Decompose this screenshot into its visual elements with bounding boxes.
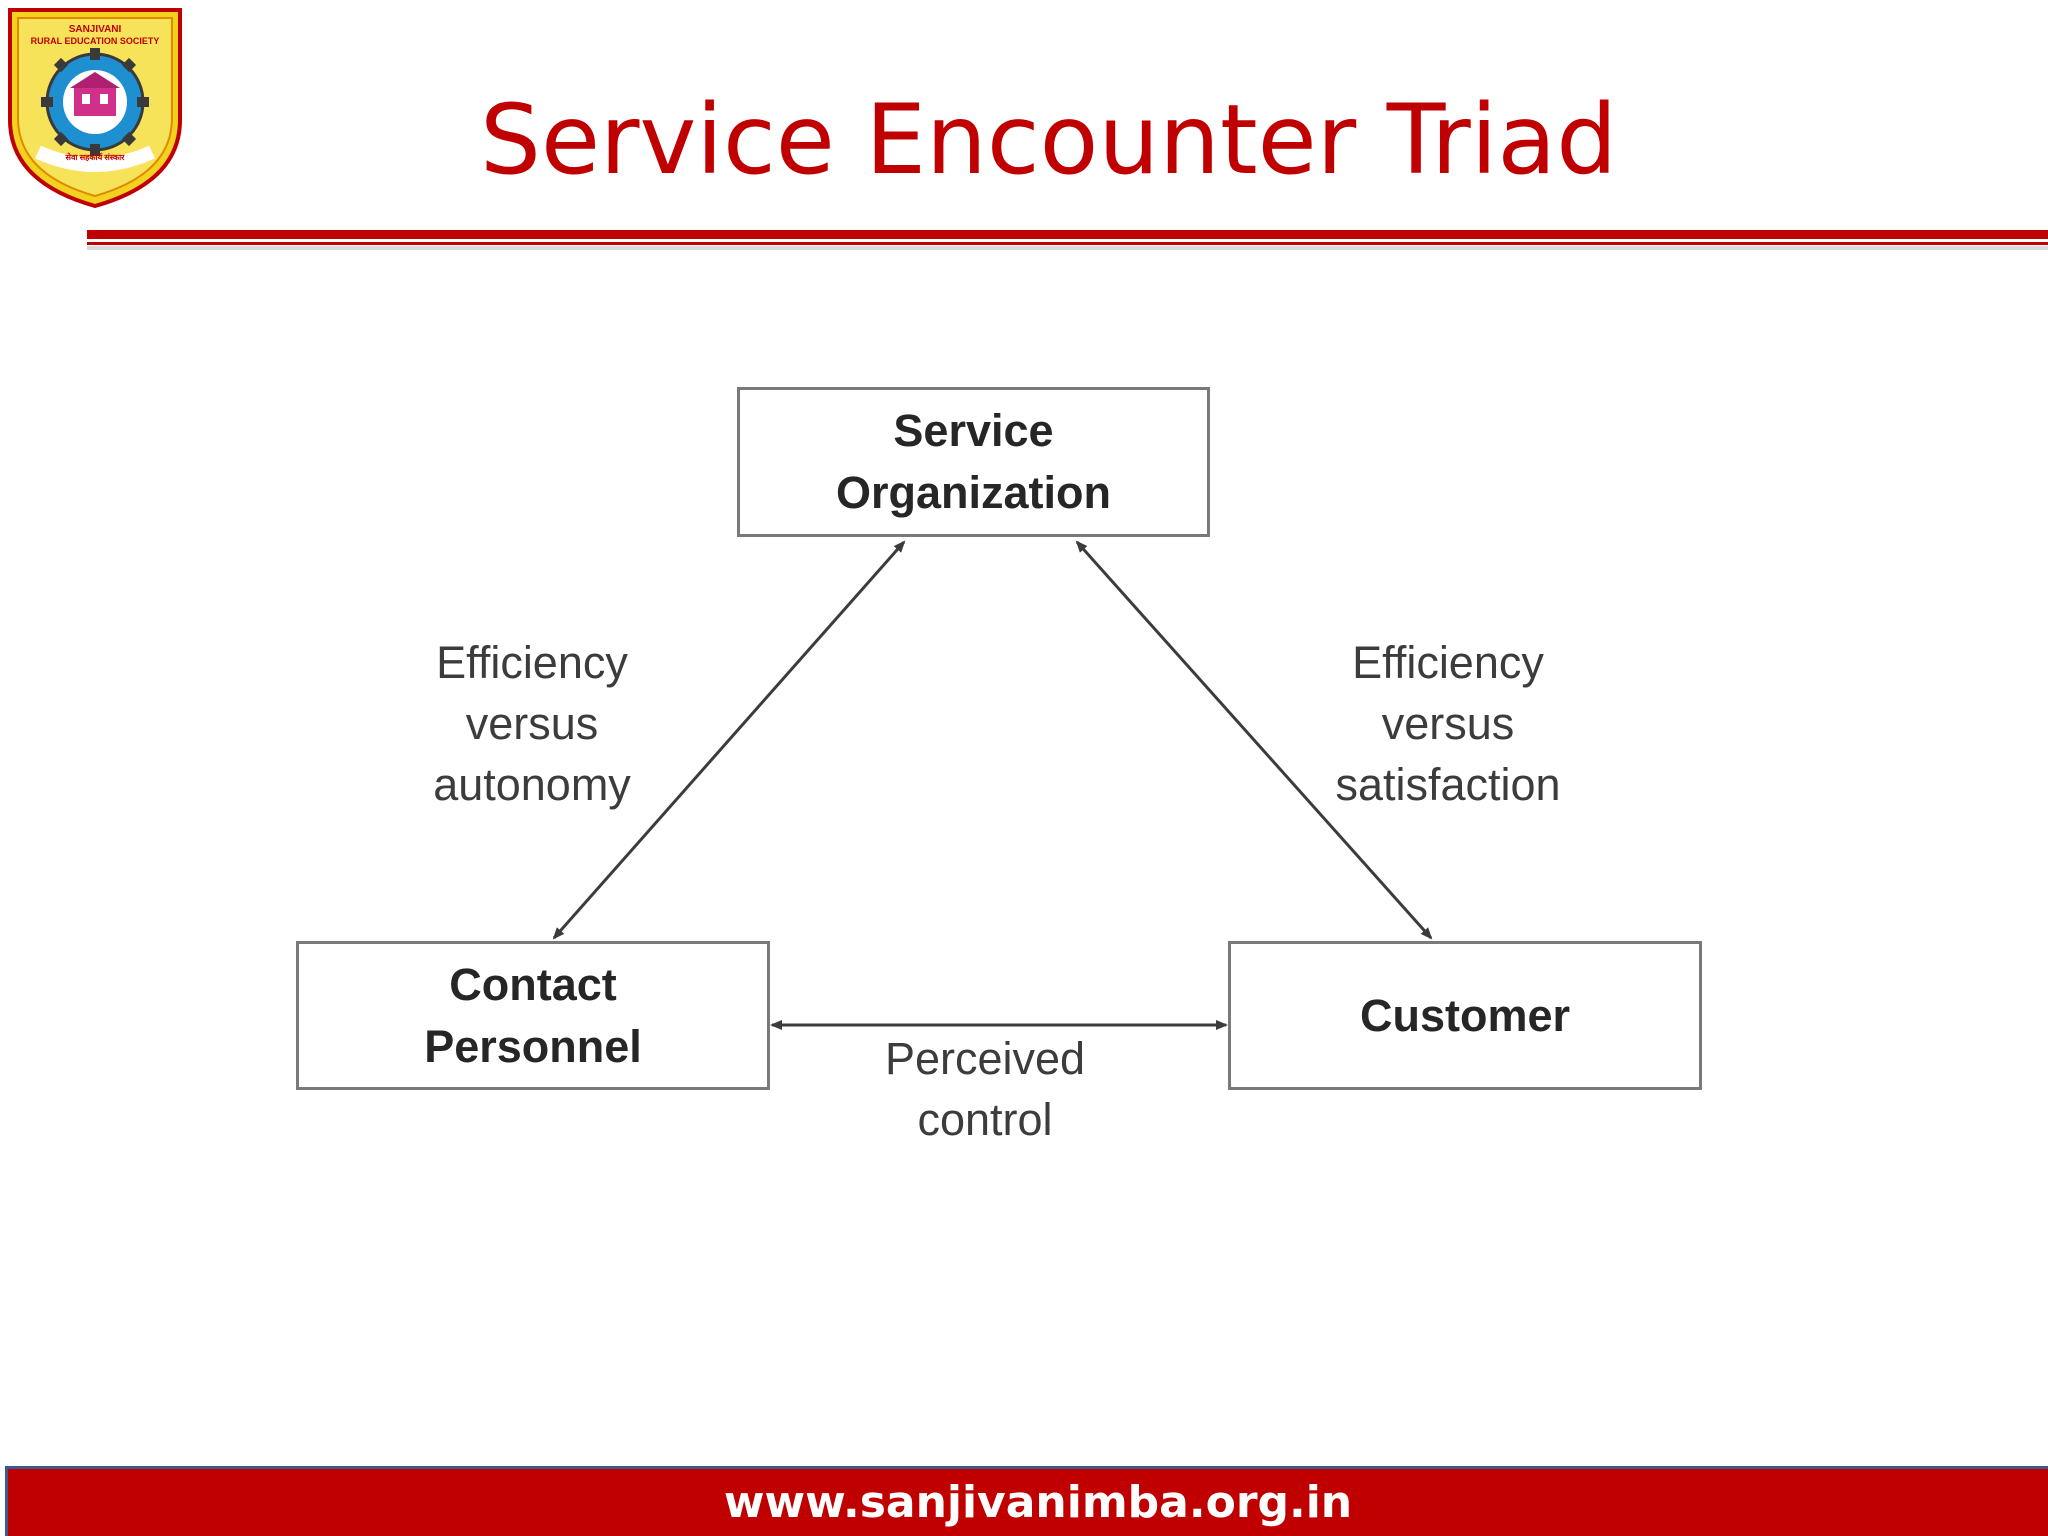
- logo-bottom-text: सेवा सहकार्य संस्कार: [65, 152, 126, 162]
- edge-label-organization-personnel: Efficiency versus autonomy: [382, 632, 682, 815]
- edge-label-personnel-customer: Perceived control: [835, 1028, 1135, 1150]
- arrow-organization-personnel: [552, 540, 906, 940]
- arrow-organization-customer: [1075, 540, 1433, 940]
- edge-label-organization-customer-line-3: satisfaction: [1335, 759, 1561, 810]
- society-logo: SANJIVANI RURAL EDUCATION SOCIETY सेवा स…: [8, 8, 182, 208]
- edge-label-organization-personnel-line-2: versus: [465, 698, 599, 749]
- footer-bar: www.sanjivanimba.org.in: [5, 1466, 2048, 1536]
- node-customer: Customer: [1228, 941, 1702, 1090]
- node-contact-personnel: Contact Personnel: [296, 941, 770, 1090]
- title-rule-shadow: [87, 246, 2048, 250]
- edge-label-organization-customer-line-1: Efficiency: [1352, 637, 1544, 688]
- node-contact-personnel-line-2: Personnel: [424, 1020, 642, 1072]
- footer-url-link[interactable]: www.sanjivanimba.org.in: [723, 1477, 1353, 1528]
- title-rule: [87, 230, 2048, 239]
- node-contact-personnel-line-1: Contact: [449, 958, 617, 1010]
- edge-label-organization-personnel-line-1: Efficiency: [436, 637, 628, 688]
- logo-top-text-1: SANJIVANI: [69, 24, 122, 35]
- edge-label-personnel-customer-line-1: Perceived: [884, 1033, 1086, 1084]
- edge-label-personnel-customer-line-2: control: [917, 1094, 1053, 1145]
- title-rule-secondary: [87, 242, 2048, 245]
- node-service-organization: Service Organization: [737, 387, 1210, 537]
- slide-title: Service Encounter Triad: [480, 84, 1618, 196]
- node-customer-line-1: Customer: [1359, 989, 1571, 1041]
- logo-top-text-2: RURAL EDUCATION SOCIETY: [31, 36, 160, 46]
- node-service-organization-line-2: Organization: [835, 467, 1111, 518]
- node-service-organization-line-1: Service: [893, 405, 1054, 456]
- edge-label-organization-personnel-line-3: autonomy: [433, 759, 631, 810]
- edge-label-organization-customer: Efficiency versus satisfaction: [1298, 632, 1598, 815]
- edge-label-organization-customer-line-2: versus: [1381, 698, 1515, 749]
